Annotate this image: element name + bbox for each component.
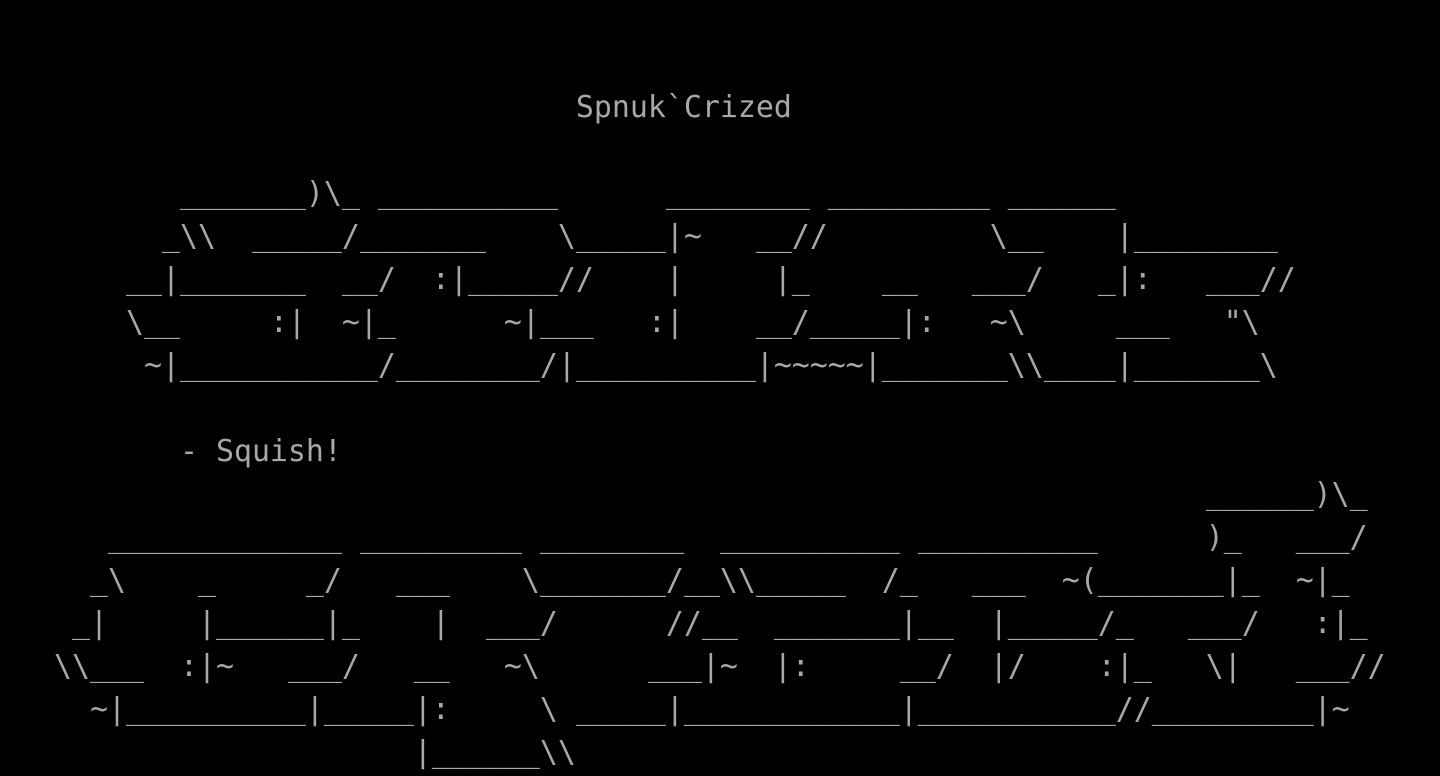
ascii-art-line: _| |______|_ | ___/ //__ _______|__ |___… — [0, 606, 1368, 641]
screen-line — [0, 129, 1440, 172]
ascii-art-line: \\___ :|~ ___/ __ ~\ ___|~ |: __/ |/ :|_… — [0, 649, 1386, 684]
ascii-art-line: ~|__________|_____|: \ _____|___________… — [0, 692, 1350, 727]
ascii-art-line: _\ _ _/ ___ \_______/__\\_____ /_ ___ ~(… — [0, 563, 1350, 598]
ascii-art-line: _\\ _____/_______ \_____|~ __// \__ |___… — [0, 219, 1278, 254]
screen-line — [0, 0, 1440, 43]
ascii-art-line: ~|___________/________/|__________|~~~~~… — [0, 348, 1278, 383]
screen-line — [0, 43, 1440, 86]
screen-line — [0, 387, 1440, 430]
signature-line: - Squish! — [0, 434, 342, 469]
ascii-art-line: __|_______ __/ :|_____// | |_ __ ___/ _|… — [0, 262, 1296, 297]
ascii-art-line: |______\\ — [0, 735, 576, 770]
ascii-art-line: ______)\_ — [0, 477, 1368, 512]
ascii-art-line: _____________ _________ ________ _______… — [0, 520, 1368, 555]
ascii-art-line: _______)\_ __________ ________ _________… — [0, 176, 1116, 211]
ascii-art-line: \__ :| ~|_ ~|___ :| __/_____|: ~\ ___ "\ — [0, 305, 1260, 340]
title-line: Spnuk`Crized — [0, 90, 792, 125]
